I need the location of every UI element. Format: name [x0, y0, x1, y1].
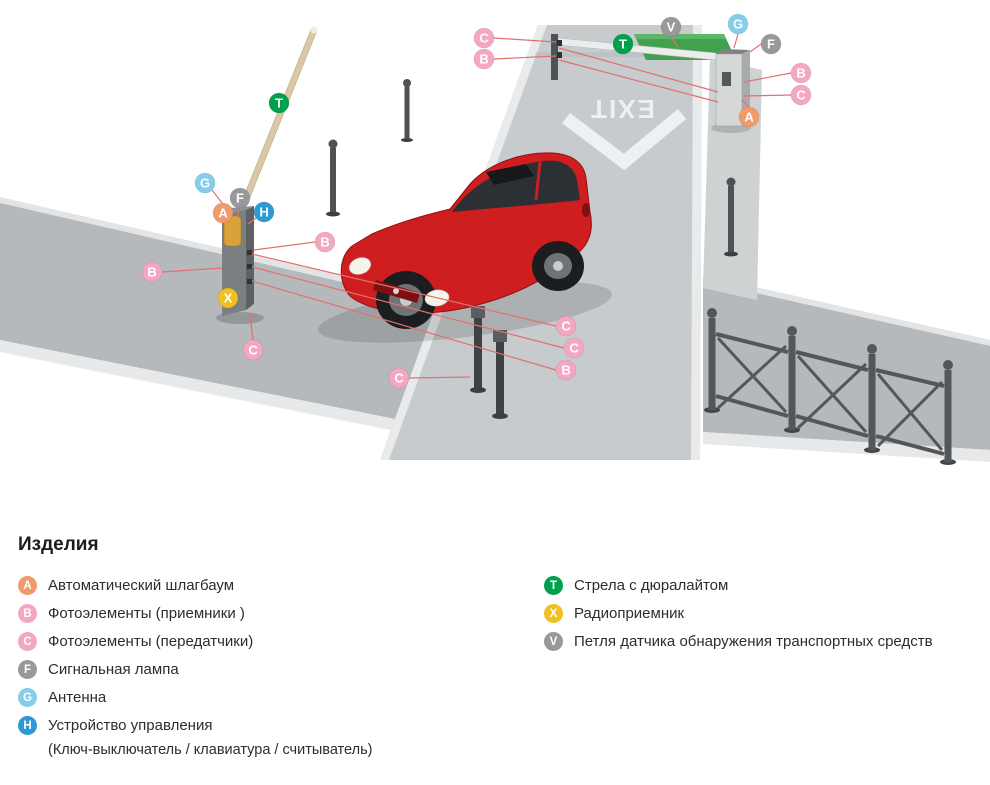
fence: [704, 308, 956, 465]
legend-badge-a: A: [18, 576, 37, 595]
svg-text:A: A: [744, 110, 754, 125]
scene-badge-t: T: [268, 92, 290, 114]
svg-text:C: C: [248, 343, 258, 358]
legend-item-label: Устройство управления: [48, 717, 213, 734]
scene-badge-a: A: [738, 106, 760, 128]
legend-item: F Сигнальная лампа: [18, 660, 536, 679]
legend-item-label: Стрела с дюралайтом: [574, 577, 729, 594]
svg-text:C: C: [569, 341, 579, 356]
svg-text:C: C: [394, 371, 404, 386]
legend-badge-h: H: [18, 716, 37, 735]
legend-item: C Фотоэлементы (передатчики): [18, 632, 536, 651]
scene-badge-a: A: [212, 202, 234, 224]
legend-badge-v: V: [544, 632, 563, 651]
svg-text:C: C: [796, 88, 806, 103]
legend-item: X Радиоприемник: [544, 604, 982, 623]
svg-text:H: H: [259, 205, 268, 220]
scene-badge-b: B: [314, 231, 336, 253]
scene-badge-c: C: [473, 27, 495, 49]
scene-badge-c: C: [555, 315, 577, 337]
scene-badge-v: V: [660, 16, 682, 38]
legend-badge-x: X: [544, 604, 563, 623]
diagram-scene: EXIT: [0, 13, 990, 465]
svg-text:B: B: [796, 66, 805, 81]
svg-text:C: C: [479, 31, 489, 46]
scene-badge-t: T: [612, 33, 634, 55]
car: [318, 152, 612, 343]
bollards: [326, 79, 738, 257]
exit-text: EXIT: [589, 94, 655, 124]
svg-text:F: F: [767, 37, 775, 52]
scene-badge-b: B: [555, 359, 577, 381]
scene-badge-g: G: [194, 172, 216, 194]
svg-text:A: A: [218, 206, 228, 221]
legend-item: G Антенна: [18, 688, 536, 707]
legend-item-label: Фотоэлементы (передатчики): [48, 633, 254, 650]
leader-lines: [161, 33, 792, 379]
scene-badge-b: B: [473, 48, 495, 70]
legend-badge-b: B: [18, 604, 37, 623]
car-sunroof: [486, 164, 534, 185]
scene-badge-c: C: [388, 367, 410, 389]
scene-badge-f: F: [760, 33, 782, 55]
legend-item-label: Фотоэлементы (приемники ): [48, 605, 245, 622]
legend-item-label: Автоматический шлагбаум: [48, 577, 235, 594]
photocell-post-top: [551, 34, 558, 80]
legend-item-label: Радиоприемник: [574, 605, 685, 622]
scene-badge-g: G: [727, 13, 749, 35]
legend-item-label: Антенна: [48, 689, 107, 706]
scene-badge-c: C: [563, 337, 585, 359]
photocell-beams: [251, 47, 719, 371]
svg-text:F: F: [236, 191, 244, 206]
right-barrier: [551, 34, 751, 133]
legend-item-label: Петля датчика обнаружения транспортных с…: [574, 633, 933, 650]
legend-badge-t: T: [544, 576, 563, 595]
svg-text:B: B: [320, 235, 329, 250]
svg-text:B: B: [479, 52, 488, 67]
scene-badge-b: B: [141, 261, 163, 283]
svg-text:C: C: [561, 319, 571, 334]
exit-marking: EXIT: [562, 94, 687, 171]
svg-text:T: T: [619, 37, 627, 52]
car-glass: [452, 160, 580, 212]
legend-badge-c: C: [18, 632, 37, 651]
scene-badge-c: C: [242, 339, 264, 361]
scene-badge-f: F: [229, 187, 251, 209]
legend-title: Изделия: [18, 534, 99, 555]
legend-item-label: Сигнальная лампа: [48, 661, 179, 678]
scene-badge-x: X: [217, 287, 239, 309]
svg-text:G: G: [200, 176, 210, 191]
legend-item: H Устройство управления: [18, 716, 536, 735]
svg-text:X: X: [224, 291, 233, 306]
scene-badges: C B T V G F B C A T G F H A B B X C C C …: [141, 13, 812, 389]
svg-text:T: T: [275, 96, 283, 111]
scene-badge-c: C: [790, 84, 812, 106]
legend-badge-f: F: [18, 660, 37, 679]
car-headlight-left: [349, 257, 371, 275]
svg-text:V: V: [667, 20, 676, 35]
scene-badge-h: H: [253, 201, 275, 223]
legend-item: T Стрела с дюралайтом: [544, 576, 982, 595]
legend-item: V Петля датчика обнаружения транспортных …: [544, 632, 982, 651]
legend-item: A Автоматический шлагбаум: [18, 576, 536, 595]
legend-item-sublabel: (Ключ-выключатель / клавиатура / считыва…: [48, 742, 373, 758]
scene-badge-b: B: [790, 62, 812, 84]
legend-badge-g: G: [18, 688, 37, 707]
svg-text:G: G: [733, 17, 743, 32]
exit-chevron: [562, 108, 687, 171]
svg-text:B: B: [561, 363, 570, 378]
svg-text:B: B: [147, 265, 156, 280]
legend-item: B Фотоэлементы (приемники ): [18, 604, 536, 623]
